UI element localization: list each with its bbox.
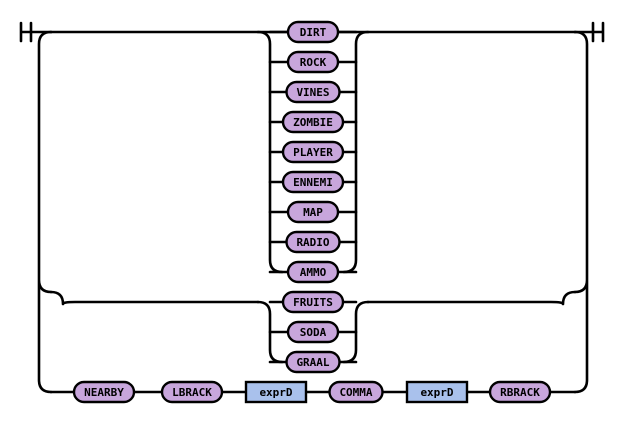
terminal-nearby-0-box xyxy=(72,380,136,404)
terminal-soda-label: SODA xyxy=(300,326,327,339)
terminal-rbrack-5: RBRACK xyxy=(488,380,552,404)
terminal-radio-box xyxy=(285,230,341,254)
terminal-graal: GRAAL xyxy=(285,350,341,374)
terminal-lbrack-1-box xyxy=(160,380,224,404)
terminal-graal-label: GRAAL xyxy=(296,356,329,369)
nonterminal-exprd-2-box xyxy=(244,380,308,404)
terminal-comma-3-box xyxy=(328,380,384,404)
nonterminal-exprd-4: exprD xyxy=(405,380,469,404)
terminal-rock: ROCK xyxy=(286,50,340,74)
terminal-vines: VINES xyxy=(285,80,341,104)
terminal-lbrack-1-label: LBRACK xyxy=(172,386,212,399)
sequence-row: NEARBY LBRACK exprD COMMA exprD RBRACK xyxy=(72,380,552,404)
terminal-graal-box xyxy=(285,350,341,374)
terminal-zombie-box xyxy=(281,110,345,134)
terminal-zombie: ZOMBIE xyxy=(281,110,345,134)
terminal-player-box xyxy=(281,140,345,164)
terminal-nearby-0-label: NEARBY xyxy=(84,386,124,399)
terminal-ammo: AMMO xyxy=(286,260,340,284)
nonterminal-exprd-4-label: exprD xyxy=(420,386,453,399)
terminal-lbrack-1: LBRACK xyxy=(160,380,224,404)
terminal-dirt-box xyxy=(286,20,340,44)
terminal-vines-label: VINES xyxy=(296,86,329,99)
terminal-map-label: MAP xyxy=(303,206,323,219)
terminal-radio: RADIO xyxy=(285,230,341,254)
terminal-fruits: FRUITS xyxy=(281,290,345,314)
terminal-map-box xyxy=(286,200,340,224)
terminal-player: PLAYER xyxy=(281,140,345,164)
terminal-ennemi: ENNEMI xyxy=(281,170,345,194)
choice-group-b: FRUITS SODA GRAAL xyxy=(268,290,358,374)
choice-group-a: DIRT ROCK VINES ZOMBIE PLAYER ENNEMI MAP RADIO A… xyxy=(268,20,358,284)
terminal-fruits-label: FRUITS xyxy=(293,296,333,309)
nonterminal-exprd-4-box xyxy=(405,380,469,404)
terminal-comma-3: COMMA xyxy=(328,380,384,404)
terminal-player-label: PLAYER xyxy=(293,146,333,159)
terminal-zombie-label: ZOMBIE xyxy=(293,116,333,129)
terminal-soda: SODA xyxy=(286,320,340,344)
terminal-nearby-0: NEARBY xyxy=(72,380,136,404)
terminal-ammo-box xyxy=(286,260,340,284)
terminal-rbrack-5-box xyxy=(488,380,552,404)
terminal-ennemi-box xyxy=(281,170,345,194)
nonterminal-exprd-2: exprD xyxy=(244,380,308,404)
terminal-ammo-label: AMMO xyxy=(300,266,327,279)
terminal-soda-box xyxy=(286,320,340,344)
terminal-fruits-box xyxy=(281,290,345,314)
terminal-comma-3-label: COMMA xyxy=(339,386,372,399)
terminal-vines-box xyxy=(285,80,341,104)
nonterminal-exprd-2-label: exprD xyxy=(259,386,292,399)
terminal-rock-label: ROCK xyxy=(300,56,327,69)
terminal-dirt-label: DIRT xyxy=(300,26,327,39)
terminal-map: MAP xyxy=(286,200,340,224)
terminal-dirt: DIRT xyxy=(286,20,340,44)
terminal-rbrack-5-label: RBRACK xyxy=(500,386,540,399)
terminal-radio-label: RADIO xyxy=(296,236,329,249)
terminal-ennemi-label: ENNEMI xyxy=(293,176,333,189)
terminal-rock-box xyxy=(286,50,340,74)
